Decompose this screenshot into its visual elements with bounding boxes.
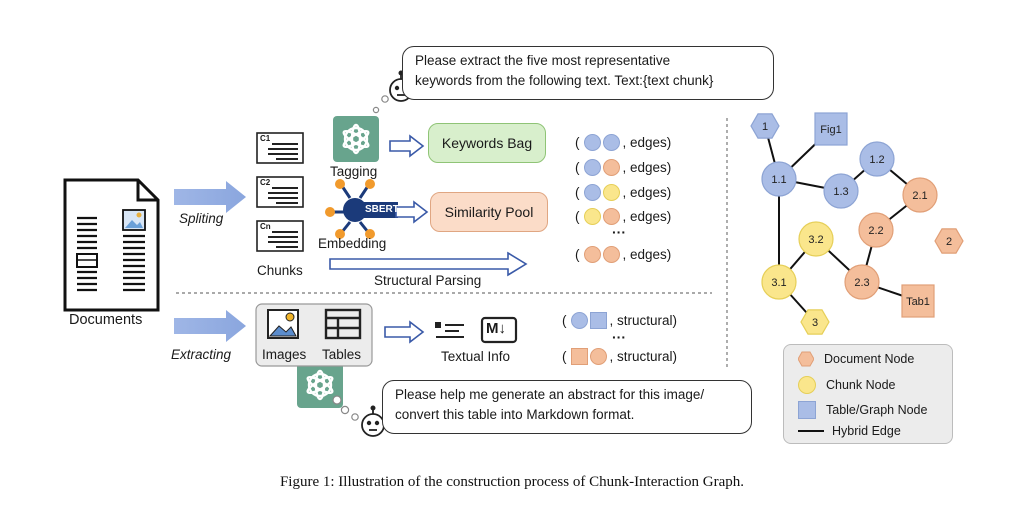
chunk-id-1: C1 xyxy=(260,134,271,143)
robot-face-bottom-icon xyxy=(361,405,385,437)
graph-node-label: 2.3 xyxy=(854,277,869,289)
graph-node-label: 2 xyxy=(946,236,952,248)
markdown-label: M↓ xyxy=(486,320,506,337)
blue-square-marker xyxy=(589,312,607,329)
graph-node-label: 3.1 xyxy=(771,277,786,289)
orange-node-dot xyxy=(602,208,620,225)
legend-hybrid-edge: Hybrid Edge xyxy=(798,424,901,438)
structural-parsing-label: Structural Parsing xyxy=(374,273,482,288)
figure-caption: Figure 1: Illustration of the constructi… xyxy=(279,474,745,490)
blue-node-dot xyxy=(602,134,620,151)
blue-node-dot xyxy=(583,134,601,151)
graph-node-label: 1.3 xyxy=(833,186,848,198)
structural-tuple: (, structural) xyxy=(562,312,678,329)
structural-tuple: (, structural) xyxy=(562,348,678,365)
extracting-model-icon xyxy=(297,362,343,408)
graph-node-circle xyxy=(761,264,797,300)
yellow-node-dot xyxy=(602,184,620,201)
graph-node-circle xyxy=(761,161,797,197)
graph-node-circle xyxy=(823,173,859,209)
chunk-icons xyxy=(256,132,304,252)
edge-tuple: (, edges) xyxy=(575,208,672,225)
orange-node-dot xyxy=(602,246,620,263)
prompt-bottom-line-1: Please help me generate an abstract for … xyxy=(395,387,705,402)
yellow-node-dot xyxy=(583,208,601,225)
graph-legend: Document Node Chunk Node Table/Graph Nod… xyxy=(783,344,953,444)
extracting-arrow xyxy=(174,310,246,342)
legend-chunk-node-label: Chunk Node xyxy=(826,378,896,392)
legend-table-graph-node: Table/Graph Node xyxy=(798,401,927,419)
legend-chunk-node: Chunk Node xyxy=(798,376,896,394)
blue-node-dot xyxy=(583,159,601,176)
embedding-label: Embedding xyxy=(318,236,387,251)
graph-node-hexagon xyxy=(750,113,780,139)
prompt-top-bubble: Please extract the five most representat… xyxy=(402,46,774,100)
graph-node-circle xyxy=(798,221,834,257)
graph-node-label: 1 xyxy=(762,121,768,133)
extracting-label: Extracting xyxy=(171,347,232,362)
prompt-top-line-1: Please extract the five most representat… xyxy=(415,53,671,68)
edge-tuple: (, edges) xyxy=(575,134,672,151)
spliting-arrow xyxy=(174,181,246,213)
markdown-icon xyxy=(480,316,518,344)
textual-info-label: Textual Info xyxy=(441,349,511,364)
table-icon xyxy=(324,308,362,340)
graph-node-label: Tab1 xyxy=(906,296,930,308)
prompt-bottom-line-2: convert this table into Markdown format. xyxy=(395,407,635,422)
orange-node-dot xyxy=(583,246,601,263)
structural-ellipsis: ··· xyxy=(612,329,626,345)
graph-node-label: 2.2 xyxy=(868,225,883,237)
blue-node-dot xyxy=(583,184,601,201)
chunks-label: Chunks xyxy=(257,263,303,278)
graph-node-label: Fig1 xyxy=(820,124,841,136)
tagging-model-icon xyxy=(333,116,379,162)
chunk-id-2: C2 xyxy=(260,178,271,187)
graph-node-square xyxy=(901,284,935,318)
legend-document-node: Document Node xyxy=(798,351,914,367)
graph-node-label: 1.1 xyxy=(771,174,786,186)
documents-label: Documents xyxy=(69,312,143,328)
graph-node-circle xyxy=(902,177,938,213)
graph-node-label: 2.1 xyxy=(912,190,927,202)
graph-node-circle xyxy=(844,264,880,300)
graph-node-label: 1.2 xyxy=(869,154,884,166)
graph-node-square xyxy=(814,112,848,146)
text-lines-icon xyxy=(435,322,464,338)
edges-ellipsis: ··· xyxy=(612,224,626,240)
sbert-icon xyxy=(325,179,398,239)
legend-hybrid-edge-label: Hybrid Edge xyxy=(832,424,901,438)
prompt-top-line-2: keywords from the following text. Text:{… xyxy=(415,73,714,88)
keywords-bag-box: Keywords Bag xyxy=(428,123,546,163)
thought-bubble-bottom-trail xyxy=(332,395,359,421)
images-label: Images xyxy=(262,347,307,362)
edge-tuple: (, edges) xyxy=(575,246,672,263)
edge-tuple: (, edges) xyxy=(575,159,672,176)
prompt-bottom-bubble: Please help me generate an abstract for … xyxy=(382,380,752,434)
blue-circle-marker xyxy=(570,312,588,329)
chunk-interaction-graph: 1 Fig1 1.1 1.2 1.3 2.1 2 2.2 3.2 2.3 3.1 3 Tab1 xyxy=(750,112,964,335)
graph-node-label: 3 xyxy=(812,317,818,329)
graph-node-hexagon xyxy=(800,309,830,335)
spliting-label: Spliting xyxy=(179,211,224,226)
graph-node-circle xyxy=(858,212,894,248)
edge-tuple: (, edges) xyxy=(575,184,672,201)
tagging-label: Tagging xyxy=(330,164,378,179)
tables-label: Tables xyxy=(322,347,362,362)
orange-node-dot xyxy=(602,159,620,176)
chunk-id-n: Cn xyxy=(260,222,271,231)
orange-circle-marker xyxy=(589,348,607,365)
graph-node-circle xyxy=(859,141,895,177)
document-icon xyxy=(63,178,160,312)
graph-node-hexagon xyxy=(934,228,964,254)
legend-table-graph-node-label: Table/Graph Node xyxy=(826,403,928,417)
orange-square-marker xyxy=(570,348,588,365)
legend-document-node-label: Document Node xyxy=(824,352,915,366)
sbert-label: SBERT xyxy=(365,204,399,215)
image-icon xyxy=(267,309,299,339)
similarity-pool-box: Similarity Pool xyxy=(430,192,548,232)
graph-node-label: 3.2 xyxy=(808,234,823,246)
hollow-arrows xyxy=(329,134,528,344)
